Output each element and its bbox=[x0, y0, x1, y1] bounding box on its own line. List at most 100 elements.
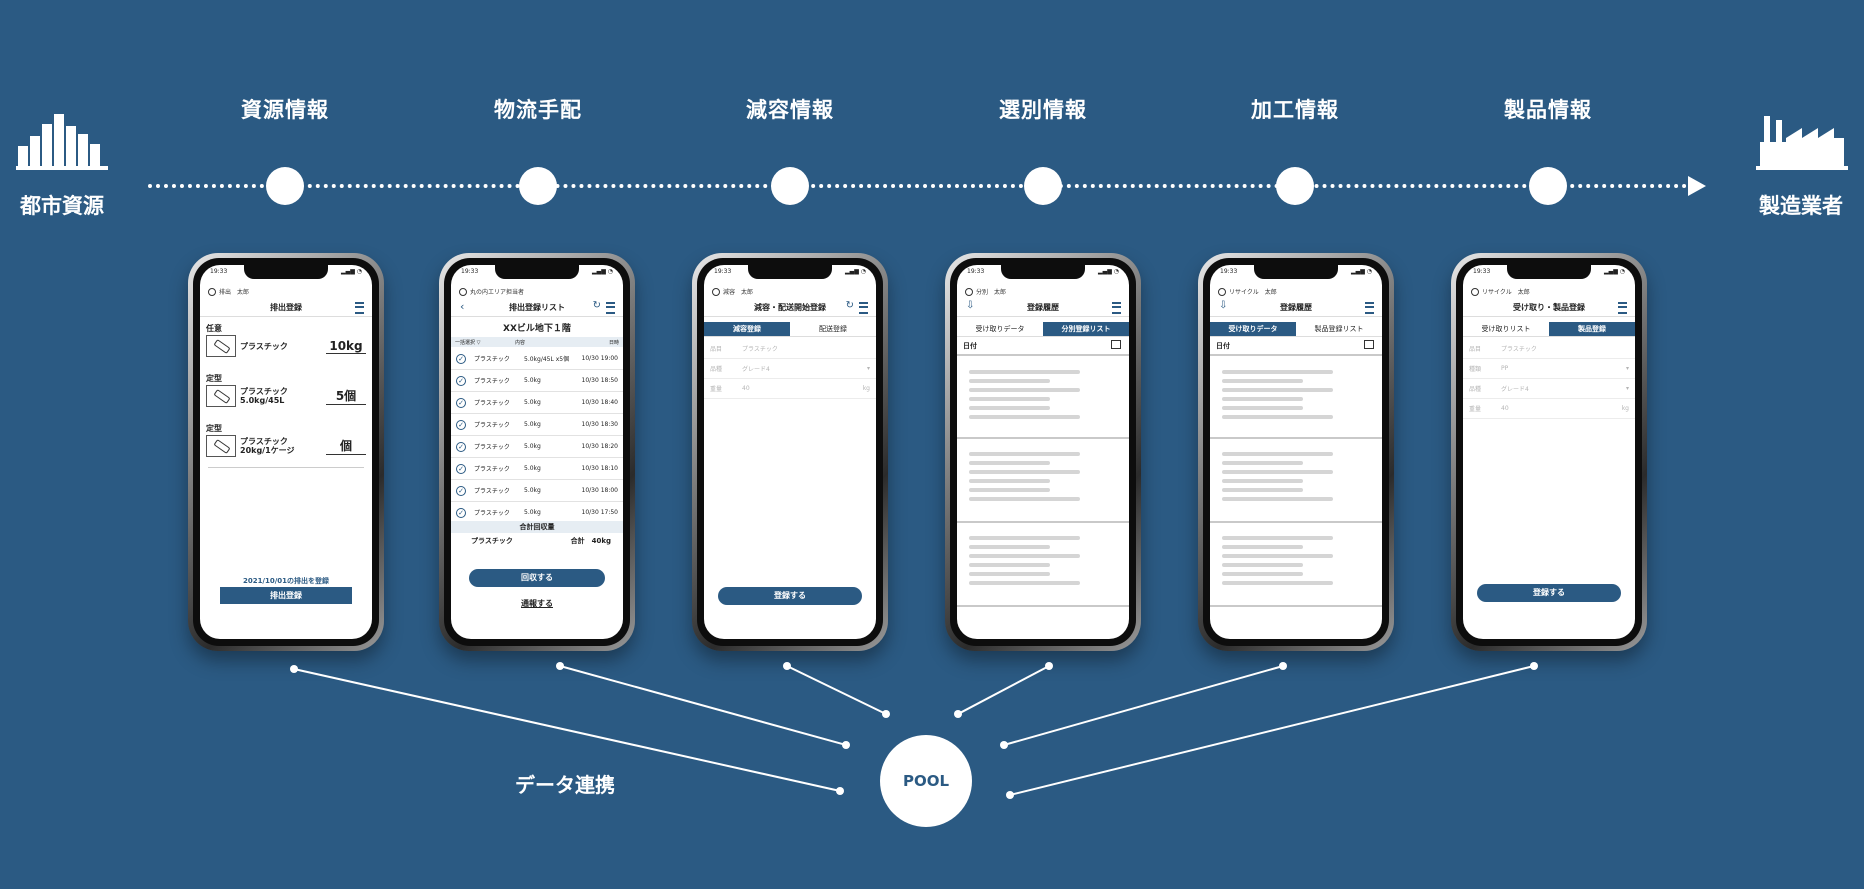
refresh-icon[interactable]: ↻ bbox=[592, 300, 601, 311]
check-icon[interactable]: ✓ bbox=[456, 507, 466, 518]
stage-node-5 bbox=[1276, 167, 1314, 205]
column-header[interactable]: 一括選択 ▽ bbox=[455, 339, 481, 346]
check-icon[interactable]: ✓ bbox=[456, 397, 466, 408]
calendar-icon[interactable] bbox=[1111, 340, 1121, 349]
check-icon[interactable]: ✓ bbox=[456, 419, 466, 430]
blurred-record bbox=[969, 531, 1117, 601]
tab-received-list[interactable]: 受け取りリスト bbox=[1481, 325, 1531, 333]
date-filter[interactable]: 日付 bbox=[1216, 342, 1230, 350]
stage-label-1: 資源情報 bbox=[241, 98, 329, 122]
menu-icon[interactable] bbox=[1618, 302, 1627, 314]
user-icon bbox=[965, 287, 973, 296]
screen-header: 受け取り・製品登録 bbox=[1463, 300, 1635, 317]
end-label: 製造業者 bbox=[1759, 194, 1843, 218]
form-field[interactable]: 品種グレード4▾ bbox=[1463, 379, 1635, 399]
status-time: 19:33 bbox=[1473, 268, 1491, 275]
discharge-item[interactable]: 定型 プラスチック 5.0kg/45L 5個 bbox=[206, 373, 366, 407]
refresh-icon[interactable]: ↻ bbox=[845, 300, 854, 311]
tab-received-data[interactable]: 受け取りデータ bbox=[975, 325, 1025, 333]
user-name: 減容 太郎 bbox=[723, 289, 754, 296]
data-link-line bbox=[957, 665, 1050, 715]
phone-volume-reduction: 19:33▂▄▆ ◔ 減容 太郎 減容・配送開始登録 ↻ 減容登録 配送登録 品… bbox=[692, 253, 888, 651]
item-name: プラスチック bbox=[240, 341, 288, 351]
user-icon bbox=[1471, 287, 1479, 296]
tab-volume-reduction[interactable]: 減容登録 bbox=[704, 322, 790, 336]
menu-icon[interactable] bbox=[1112, 302, 1121, 314]
user-name: 丸の内エリア担当者 bbox=[470, 289, 525, 296]
discharge-item[interactable]: 任意 プラスチック 10kg bbox=[206, 323, 366, 357]
form-field[interactable]: 品目プラスチック bbox=[1463, 339, 1635, 359]
data-link-line bbox=[1009, 665, 1535, 796]
link-endpoint-dot bbox=[1530, 662, 1538, 670]
menu-icon[interactable] bbox=[1365, 302, 1374, 314]
phone-discharge: 19:33▂▄▆ ◔ 排出 太郎 排出登録 任意 プラスチック 10kg 定型 … bbox=[188, 253, 384, 651]
download-icon[interactable]: ⇩ bbox=[966, 300, 975, 311]
download-icon[interactable]: ⇩ bbox=[1219, 300, 1228, 311]
status-time: 19:33 bbox=[1220, 268, 1238, 275]
tab-bar: 減容登録 配送登録 bbox=[704, 322, 876, 337]
tab-sorting-list[interactable]: 分別登録リスト bbox=[1043, 322, 1129, 336]
menu-icon[interactable] bbox=[859, 302, 868, 314]
stage-node-1 bbox=[266, 167, 304, 205]
discharge-register-button[interactable]: 排出登録 bbox=[220, 587, 352, 604]
check-icon[interactable]: ✓ bbox=[456, 463, 466, 474]
check-icon[interactable]: ✓ bbox=[456, 485, 466, 496]
item-quantity[interactable]: 5個 bbox=[326, 387, 366, 405]
check-icon[interactable]: ✓ bbox=[456, 353, 466, 364]
tab-delivery[interactable]: 配送登録 bbox=[819, 325, 847, 333]
form-field[interactable]: 品種グレード4▾ bbox=[704, 359, 876, 379]
blurred-record bbox=[1222, 447, 1370, 517]
link-endpoint-dot bbox=[836, 787, 844, 795]
phone-screen: 19:33▂▄▆ ◔ リサイクル 太郎 ⇩ 登録履歴 受け取りデータ 製品登録リ… bbox=[1210, 265, 1382, 639]
tab-product-list[interactable]: 製品登録リスト bbox=[1314, 325, 1364, 333]
stage-node-3 bbox=[771, 167, 809, 205]
city-buildings-icon bbox=[16, 114, 108, 170]
signal-icon: ▂▄▆ ◔ bbox=[1604, 268, 1625, 275]
discharge-item[interactable]: 定型 プラスチック 20kg/1ケージ 個 bbox=[206, 423, 366, 457]
collect-button[interactable]: 回収する bbox=[469, 569, 605, 587]
calendar-icon[interactable] bbox=[1364, 340, 1374, 349]
user-icon bbox=[1218, 287, 1226, 296]
screen-header: 減容・配送開始登録 bbox=[704, 300, 876, 317]
register-button[interactable]: 登録する bbox=[1477, 584, 1621, 602]
stage-label-6: 製品情報 bbox=[1504, 98, 1592, 122]
start-label: 都市資源 bbox=[20, 194, 104, 218]
data-link-label: データ連携 bbox=[515, 773, 615, 797]
user-name: 排出 太郎 bbox=[219, 289, 250, 296]
user-row: リサイクル 太郎 bbox=[1218, 287, 1277, 296]
stage-node-2 bbox=[519, 167, 557, 205]
menu-icon[interactable] bbox=[355, 302, 364, 314]
check-icon[interactable]: ✓ bbox=[456, 375, 466, 386]
tab-product-register[interactable]: 製品登録 bbox=[1549, 322, 1635, 336]
user-row: 排出 太郎 bbox=[208, 287, 249, 296]
item-quantity[interactable]: 個 bbox=[326, 437, 366, 455]
item-quantity[interactable]: 10kg bbox=[326, 339, 366, 354]
register-button[interactable]: 登録する bbox=[718, 587, 862, 605]
check-icon[interactable]: ✓ bbox=[456, 441, 466, 452]
tab-received-data[interactable]: 受け取りデータ bbox=[1210, 322, 1296, 336]
link-endpoint-dot bbox=[556, 662, 564, 670]
back-icon[interactable]: ‹ bbox=[460, 300, 465, 313]
date-filter[interactable]: 日付 bbox=[963, 342, 977, 350]
signal-icon: ▂▄▆ ◔ bbox=[1351, 268, 1372, 275]
total-header: 合計回収量 bbox=[451, 521, 623, 533]
link-endpoint-dot bbox=[1006, 791, 1014, 799]
report-link[interactable]: 通報する bbox=[521, 599, 553, 608]
column-header: 日時 bbox=[608, 339, 619, 346]
stage-node-4 bbox=[1024, 167, 1062, 205]
form-field[interactable]: 品目プラスチック bbox=[704, 339, 876, 359]
user-row: 丸の内エリア担当者 bbox=[459, 287, 524, 296]
menu-icon[interactable] bbox=[606, 302, 615, 314]
